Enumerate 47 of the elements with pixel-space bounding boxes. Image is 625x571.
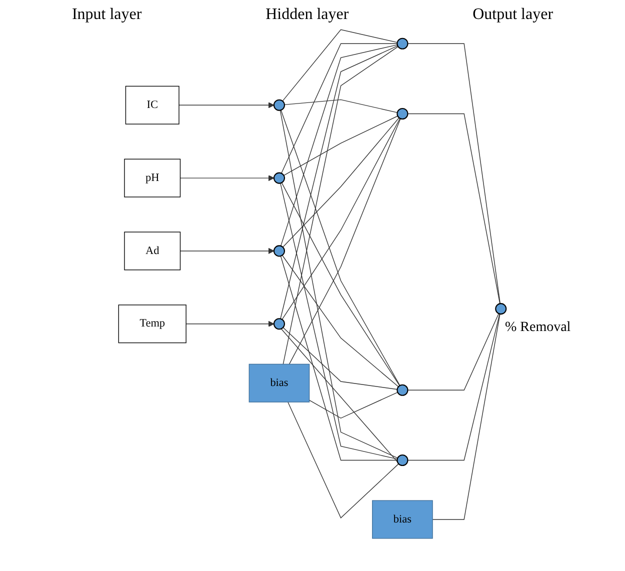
connector <box>309 392 398 419</box>
node-circle <box>274 172 286 184</box>
connector <box>407 43 501 304</box>
arrow <box>180 174 274 182</box>
arrow <box>178 102 274 108</box>
connector <box>282 327 398 390</box>
connector <box>407 113 500 304</box>
connector <box>407 313 500 390</box>
connector <box>284 116 398 176</box>
connector <box>281 43 398 174</box>
node-circle <box>396 38 408 50</box>
node-box: bias <box>248 364 310 402</box>
connector <box>280 328 398 462</box>
connector <box>280 256 398 461</box>
node-box: bias <box>372 500 433 539</box>
connector <box>280 110 400 386</box>
layer-label: Input layer <box>72 6 142 24</box>
arrow <box>186 320 274 327</box>
layer-label: Output layer <box>472 6 554 24</box>
connector <box>280 44 398 246</box>
node-circle <box>396 384 408 396</box>
node-circle <box>396 454 408 466</box>
connector <box>281 182 400 386</box>
node-circle <box>274 99 286 111</box>
connector <box>288 402 400 518</box>
node-circle <box>274 318 286 330</box>
node-box: pH <box>124 158 181 198</box>
node-circle <box>396 108 408 120</box>
node-box: Ad <box>124 232 181 270</box>
connector <box>432 314 500 520</box>
connector <box>282 46 399 365</box>
layer-label: Hidden layer <box>266 6 349 24</box>
node-box: Temp <box>118 304 187 344</box>
connector <box>282 118 400 320</box>
connector <box>284 99 398 113</box>
connector <box>280 110 398 458</box>
connector <box>407 314 500 461</box>
node-box: IC <box>125 86 180 124</box>
connector <box>282 117 400 248</box>
arrow <box>180 248 274 254</box>
connector <box>282 29 398 102</box>
connector <box>280 182 398 460</box>
connector <box>280 45 398 320</box>
node-circle <box>274 245 286 257</box>
connector <box>282 254 399 388</box>
node-circle <box>495 303 507 315</box>
connector <box>289 118 401 365</box>
